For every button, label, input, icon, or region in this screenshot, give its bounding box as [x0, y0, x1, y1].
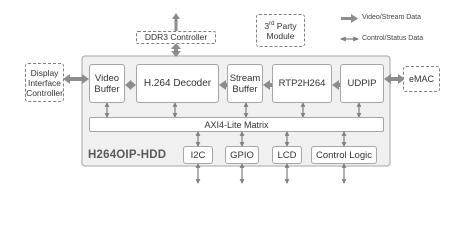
udpip-block: UDPIP: [340, 64, 384, 103]
legend-data-arrow: [341, 14, 358, 23]
udpip-rtp-arrow: [332, 80, 340, 90]
ddr3-controller-block: DDR3 Controller: [136, 31, 216, 44]
emac-data-arrow: [384, 74, 405, 84]
h264-decoder-label: H.264 Decoder: [143, 78, 212, 89]
h264-decoder-block: H.264 Decoder: [136, 64, 219, 103]
decoder-vbuf-arrow: [130, 80, 136, 90]
data-path-arrows: [63, 13, 405, 90]
ddr3-up-arrow: [172, 13, 180, 31]
third-party-module-block: 3rd Party Module: [256, 14, 305, 47]
rtp-sbuf-arrow: [263, 80, 272, 90]
emac-block: eMAC: [403, 66, 440, 92]
control-logic-label: Control Logic: [316, 149, 372, 161]
stream-buffer-block: Stream Buffer: [227, 64, 263, 103]
core-title: H264OIP-HDD: [88, 149, 167, 161]
ddr3-data-arrow: [171, 43, 181, 57]
sbuf-decoder-arrow: [219, 80, 227, 90]
emac-label: eMAC: [408, 73, 434, 84]
ddr3-controller-label: DDR3 Controller: [144, 32, 208, 42]
lcd-block: LCD: [272, 146, 302, 164]
control-logic-block: Control Logic: [311, 146, 377, 164]
axi4-lite-matrix-label: AXI4-Lite Matrix: [204, 119, 269, 130]
gpio-label: GPIO: [230, 149, 254, 161]
gpio-block: GPIO: [225, 146, 259, 164]
axi4-lite-matrix-bus: AXI4-Lite Matrix: [89, 117, 384, 132]
third-party-module-label: Module: [266, 30, 295, 41]
display-interface-controller-block: Display Interface Controller: [25, 63, 64, 102]
third-party-label: 3rd Party: [264, 20, 297, 31]
legend-control-label: Control/Status Data: [362, 35, 424, 42]
legend-data-label: Video/Stream Data: [362, 14, 422, 21]
i2c-label: I2C: [190, 149, 206, 161]
i2c-block: I2C: [183, 146, 213, 164]
control-path-arrows: [104, 36, 362, 184]
display-data-arrow: [63, 74, 89, 84]
udpip-label: UDPIP: [347, 78, 377, 89]
rtp2h264-label: RTP2H264: [278, 78, 326, 89]
rtp2h264-block: RTP2H264: [272, 64, 332, 103]
vbuf-decoder-arrow: [125, 80, 131, 90]
video-buffer-block: Video Buffer: [89, 64, 125, 103]
lcd-label: LCD: [277, 149, 297, 161]
